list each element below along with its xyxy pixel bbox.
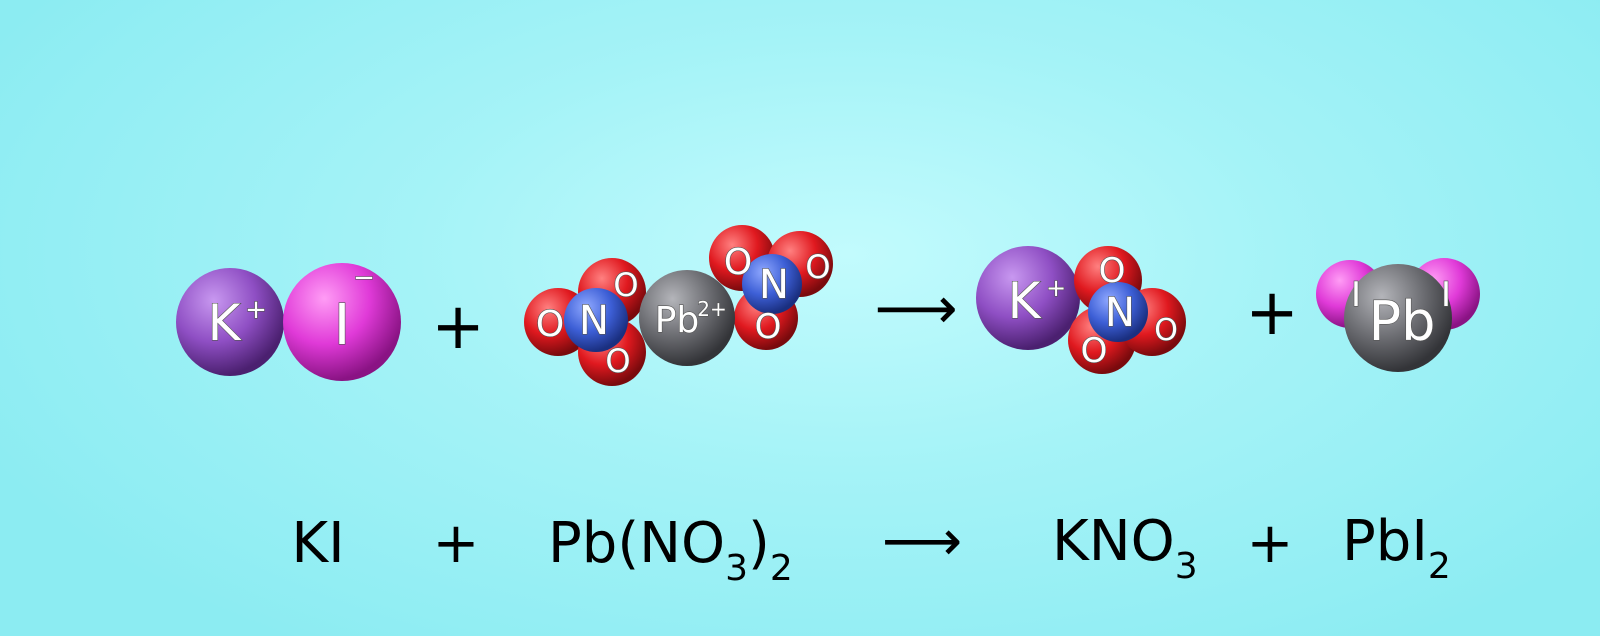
potassium-atom: [176, 268, 284, 376]
iodine-label: I: [1441, 275, 1451, 315]
model-plus-sign-1: +: [431, 290, 485, 364]
product-kno3: KNO3: [1052, 509, 1198, 587]
nitrogen-label: N: [579, 298, 609, 344]
oxygen-label: O: [613, 266, 638, 304]
oxygen-label: O: [605, 342, 630, 380]
nitrogen-atom: [1088, 282, 1148, 342]
lead-charge: 2+: [697, 297, 726, 321]
iodide-atom: [283, 263, 401, 381]
chemical-equation: KI + Pb(NO3)2 ⟶ KNO3 + PbI2: [291, 509, 1450, 589]
lead-atom: [1344, 264, 1452, 372]
equation-arrow: ⟶: [882, 509, 962, 574]
nitrogen-atom: [742, 254, 802, 314]
oxygen-label: O: [724, 242, 752, 283]
kno3-model: K + O O O N: [976, 246, 1186, 374]
potassium-charge: +: [1046, 274, 1066, 302]
reactant-ki: KI: [291, 511, 344, 576]
product-pbi2: PbI2: [1342, 509, 1451, 587]
lead-atom: [639, 270, 735, 366]
oxygen-label: O: [755, 307, 782, 347]
model-reaction-arrow: ⟶: [874, 274, 957, 342]
iodide-charge: −: [353, 263, 375, 293]
lead-nitrate-model: O O O N O O O N Pb 2+: [524, 225, 833, 386]
iodine-label: I: [1351, 275, 1361, 315]
ki-model: K + I −: [176, 262, 401, 381]
oxygen-label: O: [536, 304, 564, 345]
oxygen-label: O: [1081, 331, 1108, 371]
oxygen-label: O: [805, 248, 830, 286]
reactant-lead-nitrate: Pb(NO3)2: [548, 511, 793, 589]
potassium-label: K: [1008, 272, 1042, 330]
potassium-charge: +: [245, 295, 267, 325]
model-plus-sign-2: +: [1245, 276, 1299, 350]
equation-plus-1: +: [433, 511, 480, 576]
potassium-atom: [976, 246, 1080, 350]
lead-label: Pb: [1369, 290, 1436, 353]
potassium-label: K: [208, 294, 242, 352]
nitrogen-atom: [564, 288, 628, 352]
lead-label: Pb: [655, 300, 700, 341]
pbi2-model: I I Pb: [1316, 258, 1480, 372]
oxygen-label: O: [1154, 313, 1178, 348]
equation-plus-2: +: [1247, 511, 1294, 576]
oxygen-label: O: [1099, 251, 1126, 291]
iodide-label: I: [334, 293, 351, 358]
nitrogen-label: N: [1105, 290, 1135, 336]
nitrogen-label: N: [759, 262, 789, 308]
